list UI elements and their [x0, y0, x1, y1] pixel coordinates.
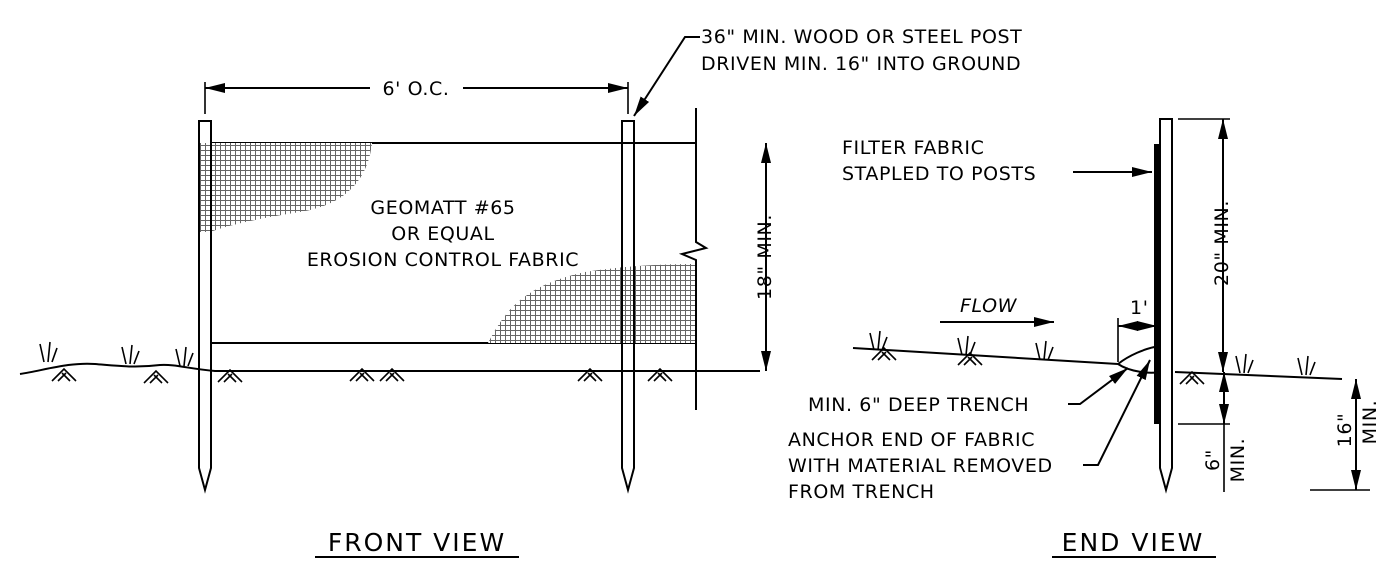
post-left: [198, 120, 212, 494]
fabric-break-line: [678, 108, 709, 410]
trench-callout-leader: [1068, 367, 1129, 405]
front-soil-hatches: [51, 367, 673, 384]
fabric-label-line2: OR EQUAL: [391, 223, 494, 245]
trench-outline: [1117, 345, 1161, 365]
front-view-title: FRONT VIEW: [328, 528, 506, 557]
fabric-mesh-patch-upper: [200, 143, 372, 232]
anchor-label-line3: FROM TRENCH: [788, 481, 935, 503]
embed-depth-value: 16": [1334, 413, 1356, 448]
fabric-mesh-patch-lower: [488, 264, 696, 343]
end-post: [1159, 118, 1173, 494]
filter-label-line1: FILTER FABRIC: [842, 137, 984, 159]
end-ground-upslope: [852, 347, 1119, 365]
post-right: [621, 120, 635, 494]
fabric-label-line3: EROSION CONTROL FABRIC: [307, 249, 579, 271]
post-callout-leader: [633, 36, 700, 117]
end-view-title: END VIEW: [1062, 528, 1205, 557]
height-dim-label: 18" MIN.: [754, 214, 776, 300]
filter-label-line2: STAPLED TO POSTS: [842, 163, 1036, 185]
trench-depth-unit: MIN.: [1227, 438, 1249, 483]
end-grass-tufts: [869, 330, 1316, 376]
front-grass-tufts: [39, 341, 194, 367]
end-height-dim-label: 20" MIN.: [1211, 200, 1233, 286]
post-note-line2: DRIVEN MIN. 16" INTO GROUND: [701, 53, 1021, 75]
end-soil-hatches: [871, 346, 1205, 385]
embed-depth-unit: MIN.: [1359, 400, 1381, 445]
end-view: FLOW 1' FILTER FABRIC STAPLED TO POSTS 2…: [788, 118, 1381, 558]
anchor-label-line2: WITH MATERIAL REMOVED: [788, 455, 1053, 477]
end-ground-downslope: [1174, 371, 1343, 380]
front-view: 6' O.C. 36" MIN. WOOD OR STEEL POST DRIV…: [19, 26, 1022, 558]
flow-label: FLOW: [960, 295, 1018, 317]
trench-depth-value: 6": [1202, 449, 1224, 471]
front-ground-line: [19, 362, 760, 375]
post-note-line1: 36" MIN. WOOD OR STEEL POST: [701, 26, 1022, 48]
trench-label: MIN. 6" DEEP TRENCH: [808, 394, 1029, 416]
offset-label: 1': [1130, 297, 1149, 319]
anchor-label-line1: ANCHOR END OF FABRIC: [788, 429, 1035, 451]
anchor-callout-leader: [1083, 359, 1151, 466]
fabric-label-line1: GEOMATT #65: [370, 197, 515, 219]
spacing-label: 6' O.C.: [382, 78, 449, 100]
